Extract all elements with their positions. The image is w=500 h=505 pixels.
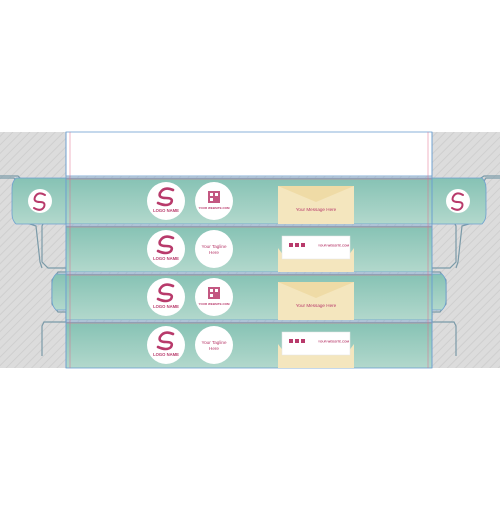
panel-background xyxy=(65,177,433,225)
tagline-line-2: Here xyxy=(209,346,219,351)
secondary-circle xyxy=(195,230,233,268)
qr-block xyxy=(208,287,220,299)
panel-background xyxy=(65,321,433,369)
tagline-line-1: Your Tagline xyxy=(201,340,226,345)
envelope-front xyxy=(278,331,354,368)
secondary-circle xyxy=(195,326,233,364)
s-swirl-logo-icon xyxy=(156,331,175,351)
qr-dot xyxy=(215,289,218,292)
logo-circle xyxy=(147,182,185,220)
s-swirl-logo-icon xyxy=(156,187,175,207)
message-text: Your Message Here xyxy=(296,303,337,308)
logo-name-text: LOGO NAME xyxy=(153,256,179,261)
business-card xyxy=(281,235,351,260)
website-text: YOUR WEBSITE.COM xyxy=(198,206,230,210)
s-swirl-logo-icon xyxy=(156,283,175,303)
envelope-back xyxy=(278,282,354,320)
envelope-back xyxy=(278,186,354,224)
envelope-flap xyxy=(278,186,354,202)
box-panel-3: LOGO NAME YOUR WEBSITE.COM Your Message He… xyxy=(65,273,433,321)
envelope-front xyxy=(278,235,354,272)
social-icon xyxy=(295,243,299,247)
website-text: YOUR WEBSITE.COM xyxy=(198,302,230,306)
qr-dot xyxy=(210,289,213,292)
social-icon xyxy=(301,243,305,247)
qr-dot xyxy=(210,193,213,196)
envelope-body xyxy=(278,248,354,272)
right-end-flap xyxy=(431,177,487,225)
qr-block xyxy=(208,191,220,203)
card-contact-text: YOUR WEBSITE.COM xyxy=(318,244,350,248)
tagline-line-1: Your Tagline xyxy=(201,244,226,249)
logo-circle xyxy=(147,326,185,364)
envelope-flap xyxy=(278,282,354,298)
qr-dot xyxy=(210,294,213,297)
panel-background xyxy=(65,225,433,273)
middle-tab-flaps xyxy=(51,273,447,311)
box-panel-1: LOGO NAME YOUR WEBSITE.COM Your Message He… xyxy=(65,177,433,225)
logo-circle xyxy=(147,230,185,268)
card-contact-text: YOUR WEBSITE.COM xyxy=(318,340,350,344)
social-media-icons xyxy=(289,243,305,247)
business-card xyxy=(281,331,351,356)
guide-lines xyxy=(65,132,433,368)
social-media-icons xyxy=(289,339,305,343)
panel-background xyxy=(65,273,433,321)
left-end-flap xyxy=(11,177,67,225)
qr-dot xyxy=(210,198,213,201)
s-swirl-logo-icon xyxy=(33,192,46,211)
social-icon xyxy=(301,339,305,343)
social-icon xyxy=(295,339,299,343)
s-swirl-logo-icon xyxy=(156,235,175,255)
envelope-body xyxy=(278,344,354,368)
logo-name-text: LOGO NAME xyxy=(153,304,179,309)
panels-group: LOGO NAME YOUR WEBSITE.COM Your Message He… xyxy=(65,177,433,369)
top-glue-flap xyxy=(65,131,433,177)
qr-dot xyxy=(215,193,218,196)
message-text: Your Message Here xyxy=(296,207,337,212)
logo-name-text: LOGO NAME xyxy=(153,352,179,357)
s-swirl-logo-icon xyxy=(451,192,464,211)
logo-name-text: LOGO NAME xyxy=(153,208,179,213)
qr-code-icon xyxy=(208,287,220,299)
social-icon xyxy=(289,243,293,247)
qr-code-icon xyxy=(208,191,220,203)
social-icon xyxy=(289,339,293,343)
logo-circle xyxy=(147,278,185,316)
tagline-line-2: Here xyxy=(209,250,219,255)
